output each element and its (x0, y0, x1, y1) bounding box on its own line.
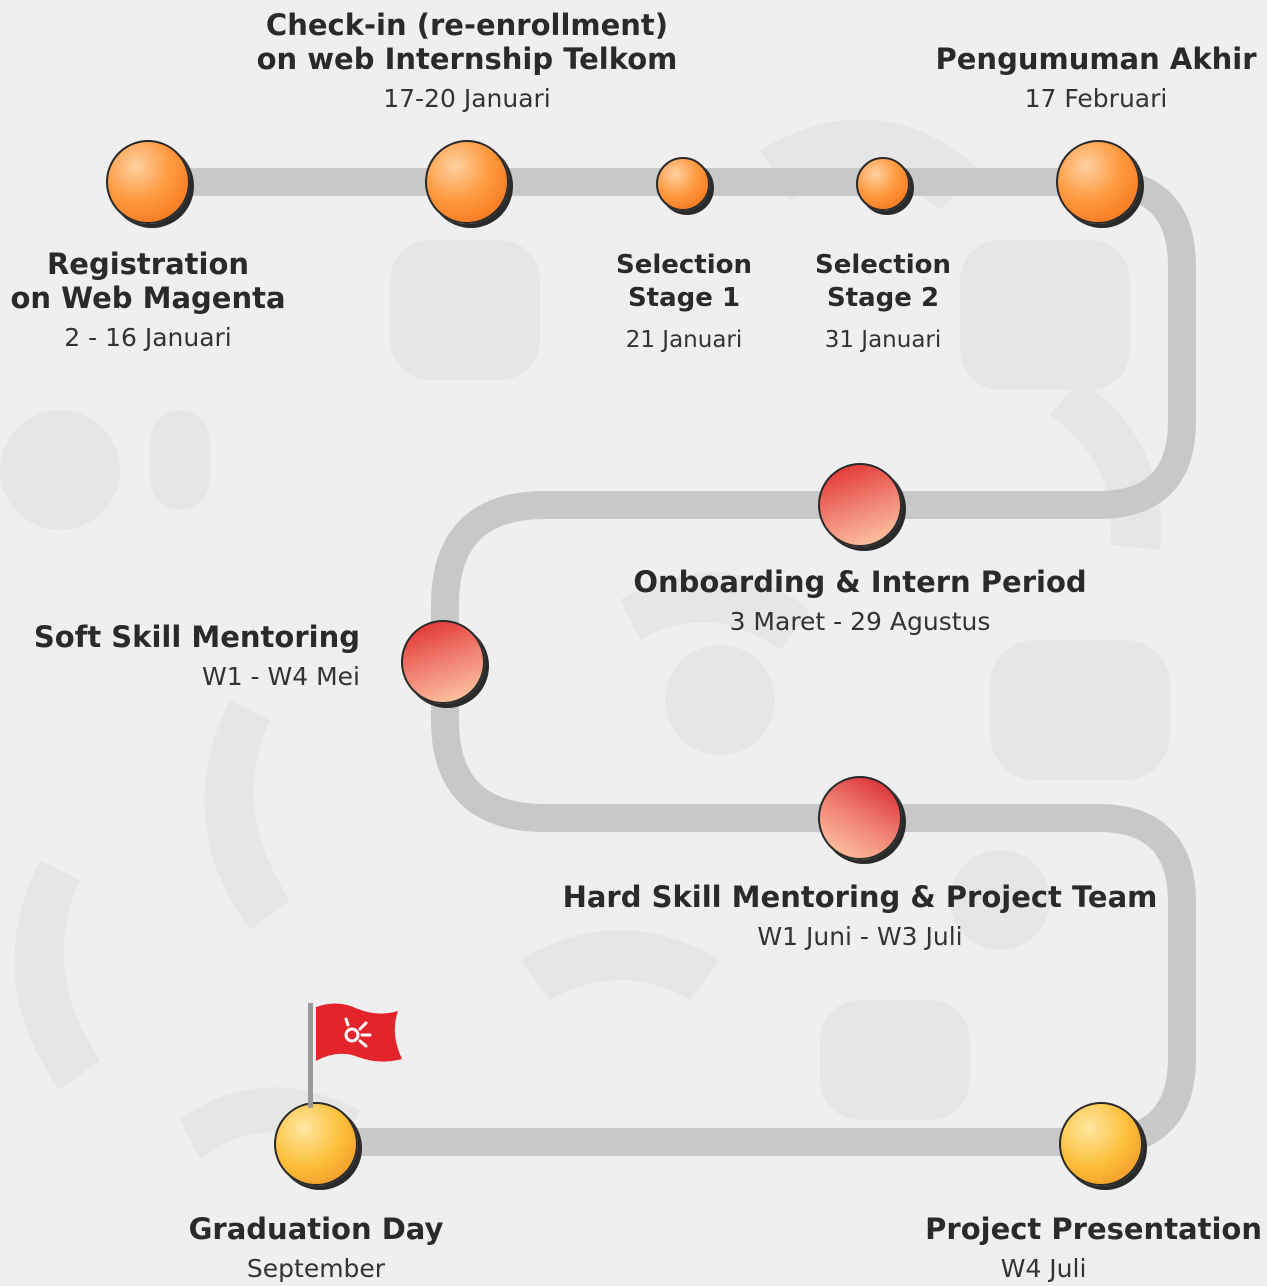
node-graduation (274, 1102, 358, 1186)
milestone-pengumuman-akhir: Pengumuman Akhir 17 Februari (936, 42, 1257, 114)
milestone-title: Soft Skill Mentoring (33, 620, 360, 654)
milestone-title: Selection (615, 250, 753, 280)
milestone-title: Project Presentation (925, 1212, 1262, 1246)
milestone-date: 17 Februari (1024, 84, 1168, 113)
milestone-date: W1 - W4 Mei (201, 662, 360, 691)
milestone-date: 2 - 16 Januari (64, 323, 232, 352)
milestone-date: 3 Maret - 29 Agustus (729, 607, 991, 636)
node-selection-stage-1 (656, 157, 710, 211)
milestone-date: W4 Juli (1000, 1254, 1087, 1283)
milestone-checkin: Check-in (re-enrollment) on web Internsh… (257, 8, 678, 114)
milestone-selection-stage-1: Selection Stage 1 21 Januari (616, 249, 752, 355)
milestone-date: September (246, 1254, 386, 1283)
milestone-title: on web Internship Telkom (256, 42, 678, 76)
milestone-date: 21 Januari (625, 327, 743, 353)
milestone-onboarding: Onboarding & Intern Period 3 Maret - 29 … (633, 565, 1086, 637)
milestone-hard-skill: Hard Skill Mentoring & Project Team W1 J… (563, 880, 1158, 952)
node-project-presentation (1059, 1102, 1143, 1186)
milestone-title: Registration (46, 247, 250, 281)
milestone-title: Graduation Day (188, 1212, 444, 1246)
milestone-title: Stage 1 (627, 283, 741, 313)
milestone-project-presentation: Project Presentation W4 Juli (925, 1212, 1262, 1284)
milestone-title: Pengumuman Akhir (935, 42, 1257, 76)
milestone-date: 31 Januari (824, 327, 942, 353)
milestone-title: Stage 2 (826, 283, 940, 313)
milestone-soft-skill: Soft Skill Mentoring W1 - W4 Mei (34, 620, 360, 692)
flag-icon (308, 1003, 402, 1108)
node-soft-skill (401, 620, 485, 704)
milestone-selection-stage-2: Selection Stage 2 31 Januari (815, 249, 951, 355)
milestone-title: Hard Skill Mentoring & Project Team (562, 880, 1158, 914)
milestone-registration: Registration on Web Magenta 2 - 16 Janua… (10, 247, 285, 353)
node-hard-skill (818, 776, 902, 860)
milestone-date: 17-20 Januari (383, 84, 551, 113)
node-checkin (425, 140, 509, 224)
milestone-graduation: Graduation Day September (189, 1212, 444, 1284)
milestone-date: W1 Juni - W3 Juli (757, 922, 963, 951)
milestone-title: on Web Magenta (10, 281, 286, 315)
node-onboarding (818, 463, 902, 547)
node-pengumuman-akhir (1056, 140, 1140, 224)
node-selection-stage-2 (856, 157, 910, 211)
milestone-title: Onboarding & Intern Period (633, 565, 1087, 599)
node-registration (106, 140, 190, 224)
milestone-title: Check-in (re-enrollment) (265, 8, 669, 42)
milestone-title: Selection (814, 250, 952, 280)
